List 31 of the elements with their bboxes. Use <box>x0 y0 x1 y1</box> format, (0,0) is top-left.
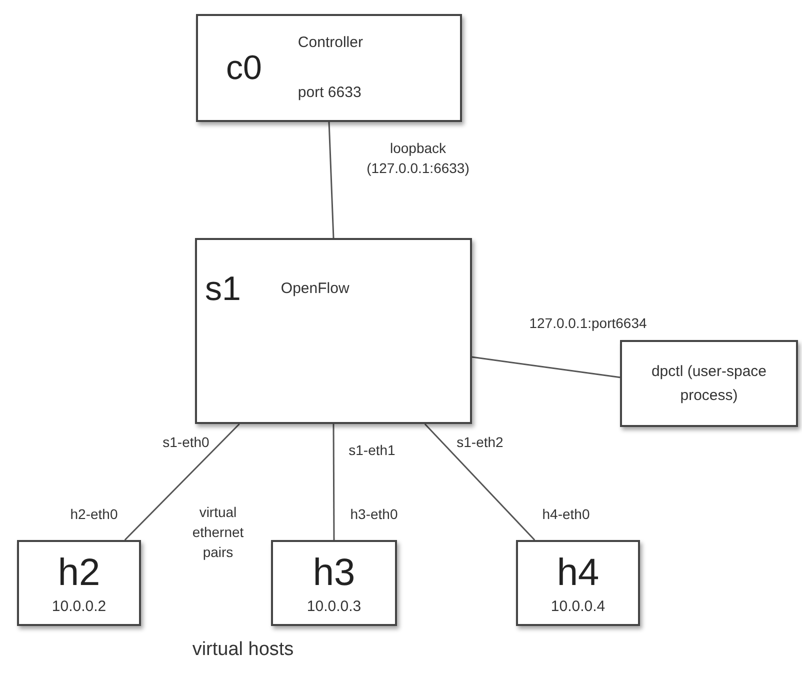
port-label: s1-eth2 <box>456 433 504 452</box>
port-label: h4-eth0 <box>541 505 591 524</box>
ip-address: 10.0.0.3 <box>306 597 362 617</box>
node-id: h3 <box>312 554 356 592</box>
port-label: h2-eth0 <box>69 505 119 524</box>
group-caption: virtual hosts <box>191 638 295 662</box>
node-id: c0 <box>226 51 262 85</box>
node-text: Controller <box>298 33 363 53</box>
connector-line <box>328 122 334 238</box>
host-box <box>271 540 397 626</box>
connector-line <box>124 423 240 541</box>
node-id: s1 <box>205 272 241 306</box>
connector-line <box>472 356 620 378</box>
ip-address: 10.0.0.2 <box>52 597 106 617</box>
port-label: h3-eth0 <box>349 505 399 524</box>
process-box <box>620 340 798 427</box>
switch-box <box>195 238 472 424</box>
ip-address: 10.0.0.4 <box>550 597 606 617</box>
node-text: OpenFlow <box>280 278 350 299</box>
node-id: h4 <box>556 554 600 592</box>
host-box <box>516 540 640 626</box>
note-text: virtual ethernet pairs <box>191 503 245 562</box>
host-box <box>17 540 141 626</box>
connector-line <box>332 424 335 540</box>
port-label: s1-eth1 <box>348 441 396 460</box>
node-text: port 6633 <box>298 82 362 102</box>
node-id: h2 <box>58 554 100 592</box>
process-box <box>196 14 462 122</box>
connector-line <box>424 423 536 541</box>
port-label: s1-eth0 <box>162 433 210 452</box>
node-text: dpctl (user-space process) <box>650 362 768 406</box>
